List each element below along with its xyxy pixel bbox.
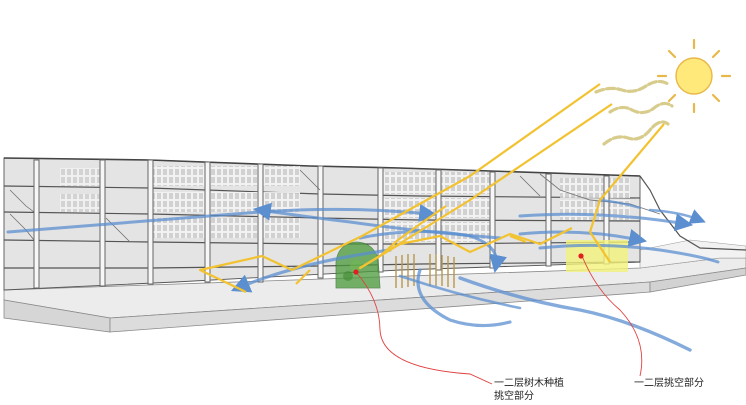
callout-atrium: 一二层挑空部分: [634, 377, 704, 390]
heat-waves: [596, 81, 672, 144]
marker-dot-tree: [353, 269, 358, 274]
marker-dot-atrium: [578, 253, 583, 258]
callout-tree-line2: 挑空部分: [494, 390, 564, 403]
callout-tree-line1: 一二层树木种植: [494, 377, 564, 390]
callout-tree-planting: 一二层树木种植 挑空部分: [494, 377, 564, 403]
sun-icon: [658, 40, 730, 112]
callout-atrium-text: 一二层挑空部分: [634, 377, 704, 390]
